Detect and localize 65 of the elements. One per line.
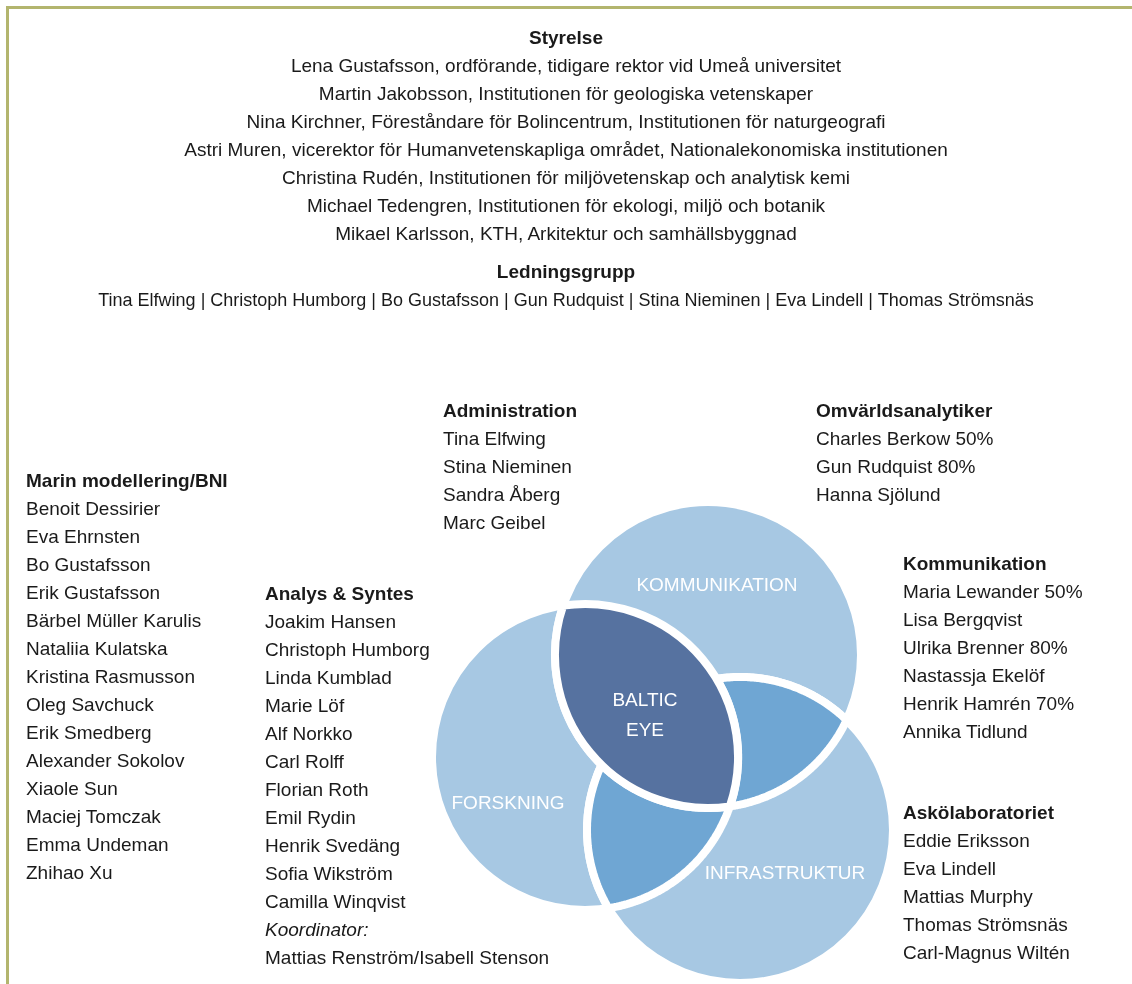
staff-name: Sofia Wikström xyxy=(265,862,393,886)
role-label: Koordinator: xyxy=(265,918,369,942)
member-line: Astri Muren, vicerektor för Humanvetenskapliga området, Nationalekonomiska institutionen xyxy=(183,138,949,162)
staff-name: Stina Nieminen xyxy=(443,455,572,479)
staff-name: Erik Gustafsson xyxy=(26,581,161,605)
staff-name: Thomas Strömsnäs xyxy=(903,913,1068,937)
member-line: Mikael Karlsson, KTH, Arkitektur och samhällsbyggnad xyxy=(334,222,798,246)
staff-name: Xiaole Sun xyxy=(26,777,118,801)
staff-name: Maria Lewander 50% xyxy=(903,580,1083,604)
staff-name: Tina Elfwing xyxy=(443,427,546,451)
staff-name: Gun Rudquist 80% xyxy=(816,455,976,479)
member-line: Christina Rudén, Institutionen för miljövetenskap och analytisk kemi xyxy=(280,166,852,190)
staff-name: Eva Ehrnsten xyxy=(26,525,141,549)
section-heading: Omvärldsanalytiker xyxy=(816,399,993,423)
staff-name: Carl Rolff xyxy=(265,750,344,774)
staff-name: Emma Undeman xyxy=(26,833,169,857)
staff-name: Alf Norkko xyxy=(265,722,353,746)
member-line: Lena Gustafsson, ordförande, tidigare rektor vid Umeå universitet xyxy=(289,54,843,78)
member-line: Tina Elfwing | Christoph Humborg | Bo Gustafsson | Gun Rudquist | Stina Nieminen | Eva Lindell | Thomas Strömsnäs xyxy=(97,289,1035,312)
staff-name: Charles Berkow 50% xyxy=(816,427,994,451)
section-heading: Ledningsgrupp xyxy=(495,260,637,284)
staff-name: Ulrika Brenner 80% xyxy=(903,636,1068,660)
staff-name: Annika Tidlund xyxy=(903,720,1028,744)
staff-name: Florian Roth xyxy=(265,778,369,802)
staff-name: Alexander Sokolov xyxy=(26,749,185,773)
staff-name: Kristina Rasmusson xyxy=(26,665,195,689)
staff-name: Nastassja Ekelöf xyxy=(903,664,1045,688)
section-heading: Styrelse xyxy=(528,26,604,50)
staff-name: Maciej Tomczak xyxy=(26,805,161,829)
section-heading: Administration xyxy=(443,399,578,423)
staff-name: Benoit Dessirier xyxy=(26,497,161,521)
staff-name: Henrik Hamrén 70% xyxy=(903,692,1075,716)
section-heading: Marin modellering/BNI xyxy=(26,469,228,493)
staff-name: Christoph Humborg xyxy=(265,638,430,662)
staff-name: Sandra Åberg xyxy=(443,483,561,507)
staff-name: Henrik Svedäng xyxy=(265,834,401,858)
section-heading: Askölaboratoriet xyxy=(903,801,1054,825)
staff-name: Linda Kumblad xyxy=(265,666,392,690)
staff-name: Lisa Bergqvist xyxy=(903,608,1023,632)
section-heading: Kommunikation xyxy=(903,552,1047,576)
area-label: KOMMUNIKATION xyxy=(635,573,799,597)
staff-name: Mattias Renström/Isabell Stenson xyxy=(265,946,550,970)
staff-name: Oleg Savchuck xyxy=(26,693,154,717)
staff-name: Mattias Murphy xyxy=(903,885,1033,909)
section-heading: Analys & Syntes xyxy=(265,582,414,606)
staff-name: Eddie Eriksson xyxy=(903,829,1030,853)
staff-name: Camilla Winqvist xyxy=(265,890,406,914)
staff-name: Carl-Magnus Wiltén xyxy=(903,941,1070,965)
member-line: Michael Tedengren, Institutionen för ekologi, miljö och botanik xyxy=(305,194,827,218)
staff-name: Nataliia Kulatska xyxy=(26,637,168,661)
staff-name: Emil Rydin xyxy=(265,806,356,830)
member-line: Martin Jakobsson, Institutionen för geologiska vetenskaper xyxy=(317,82,815,106)
staff-name: Joakim Hansen xyxy=(265,610,396,634)
staff-name: Hanna Sjölund xyxy=(816,483,941,507)
staff-name: Erik Smedberg xyxy=(26,721,152,745)
staff-name: Bo Gustafsson xyxy=(26,553,151,577)
staff-name: Eva Lindell xyxy=(903,857,996,881)
center-label: BALTIC EYE xyxy=(611,688,679,742)
member-line: Nina Kirchner, Föreståndare för Bolincentrum, Institutionen för naturgeografi xyxy=(245,110,887,134)
staff-name: Zhihao Xu xyxy=(26,861,113,885)
area-label: INFRASTRUKTUR xyxy=(703,861,867,885)
staff-name: Marie Löf xyxy=(265,694,345,718)
staff-name: Marc Geibel xyxy=(443,511,546,535)
area-label: FORSKNING xyxy=(450,791,566,815)
staff-name: Bärbel Müller Karulis xyxy=(26,609,202,633)
